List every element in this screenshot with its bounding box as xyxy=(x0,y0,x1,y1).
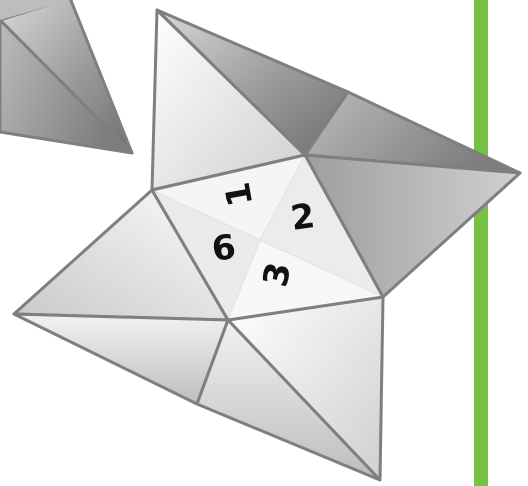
bottom-left-flap-facet xyxy=(14,314,228,404)
left-pyramid-piece xyxy=(0,0,132,153)
green-accent-bar xyxy=(474,0,488,486)
